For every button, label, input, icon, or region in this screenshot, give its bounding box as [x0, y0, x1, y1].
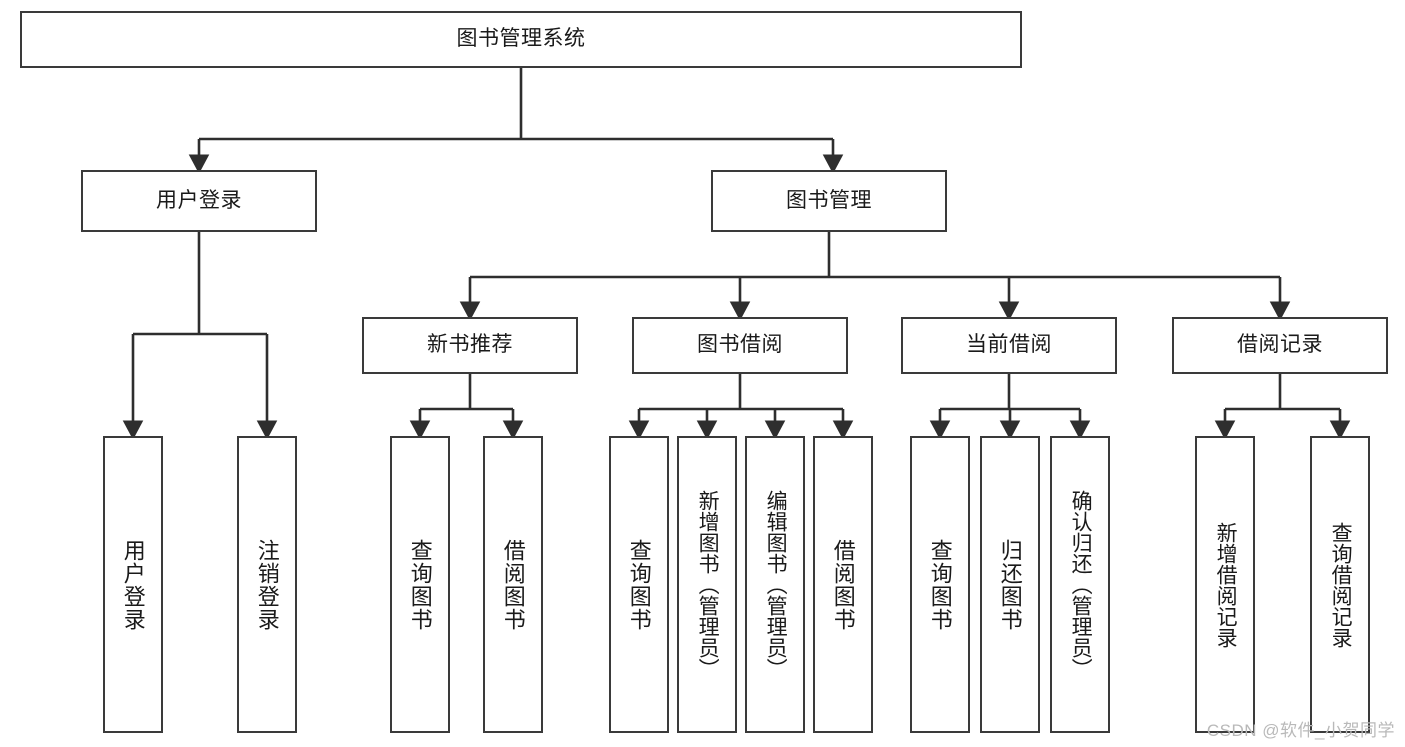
leaf-borrow-record-add-label: 新增借阅记录 [1214, 521, 1238, 648]
leaf-current-borrow-return-label: 归还图书 [997, 538, 1023, 631]
leaf-user-login-login-label: 用户登录 [120, 538, 146, 631]
node-root-label: 图书管理系统 [456, 27, 586, 51]
node-current-borrow[interactable]: 当前借阅 [901, 317, 1117, 374]
node-user-login[interactable]: 用户登录 [81, 170, 317, 232]
leaf-book-borrow-edit-label: 编辑图书（管理员） [764, 490, 788, 679]
node-current-borrow-label: 当前借阅 [966, 333, 1052, 357]
csdn-watermark: CSDN @软件_小贺同学 [1206, 721, 1395, 740]
leaf-new-book-borrow[interactable]: 借阅图书 [483, 436, 543, 733]
node-new-book-recommend-label: 新书推荐 [427, 333, 513, 357]
leaf-book-borrow-query[interactable]: 查询图书 [609, 436, 669, 733]
leaf-borrow-record-add[interactable]: 新增借阅记录 [1195, 436, 1255, 733]
node-book-borrow[interactable]: 图书借阅 [632, 317, 848, 374]
node-book-management-label: 图书管理 [786, 188, 872, 212]
leaf-book-borrow-borrow[interactable]: 借阅图书 [813, 436, 873, 733]
leaf-current-borrow-query[interactable]: 查询图书 [910, 436, 970, 733]
leaf-book-borrow-add[interactable]: 新增图书（管理员） [677, 436, 737, 733]
leaf-book-borrow-query-label: 查询图书 [626, 538, 652, 631]
leaf-book-borrow-add-label: 新增图书（管理员） [696, 490, 720, 679]
leaf-new-book-borrow-label: 借阅图书 [500, 538, 526, 631]
leaf-user-login-login[interactable]: 用户登录 [103, 436, 163, 733]
leaf-user-login-logout-label: 注销登录 [254, 538, 280, 631]
leaf-current-borrow-return[interactable]: 归还图书 [980, 436, 1040, 733]
leaf-current-borrow-confirm-return[interactable]: 确认归还（管理员） [1050, 436, 1110, 733]
node-borrow-record-label: 借阅记录 [1237, 333, 1323, 357]
node-root[interactable]: 图书管理系统 [20, 11, 1022, 68]
leaf-current-borrow-confirm-return-label: 确认归还（管理员） [1069, 490, 1093, 679]
leaf-borrow-record-query-label: 查询借阅记录 [1329, 521, 1353, 648]
leaf-user-login-logout[interactable]: 注销登录 [237, 436, 297, 733]
node-new-book-recommend[interactable]: 新书推荐 [362, 317, 578, 374]
node-user-login-label: 用户登录 [156, 188, 242, 212]
leaf-new-book-query-label: 查询图书 [407, 538, 433, 631]
leaf-current-borrow-query-label: 查询图书 [927, 538, 953, 631]
leaf-book-borrow-borrow-label: 借阅图书 [830, 538, 856, 631]
node-book-management[interactable]: 图书管理 [711, 170, 947, 232]
leaf-book-borrow-edit[interactable]: 编辑图书（管理员） [745, 436, 805, 733]
node-borrow-record[interactable]: 借阅记录 [1172, 317, 1388, 374]
node-book-borrow-label: 图书借阅 [697, 333, 783, 357]
leaf-borrow-record-query[interactable]: 查询借阅记录 [1310, 436, 1370, 733]
leaf-new-book-query[interactable]: 查询图书 [390, 436, 450, 733]
